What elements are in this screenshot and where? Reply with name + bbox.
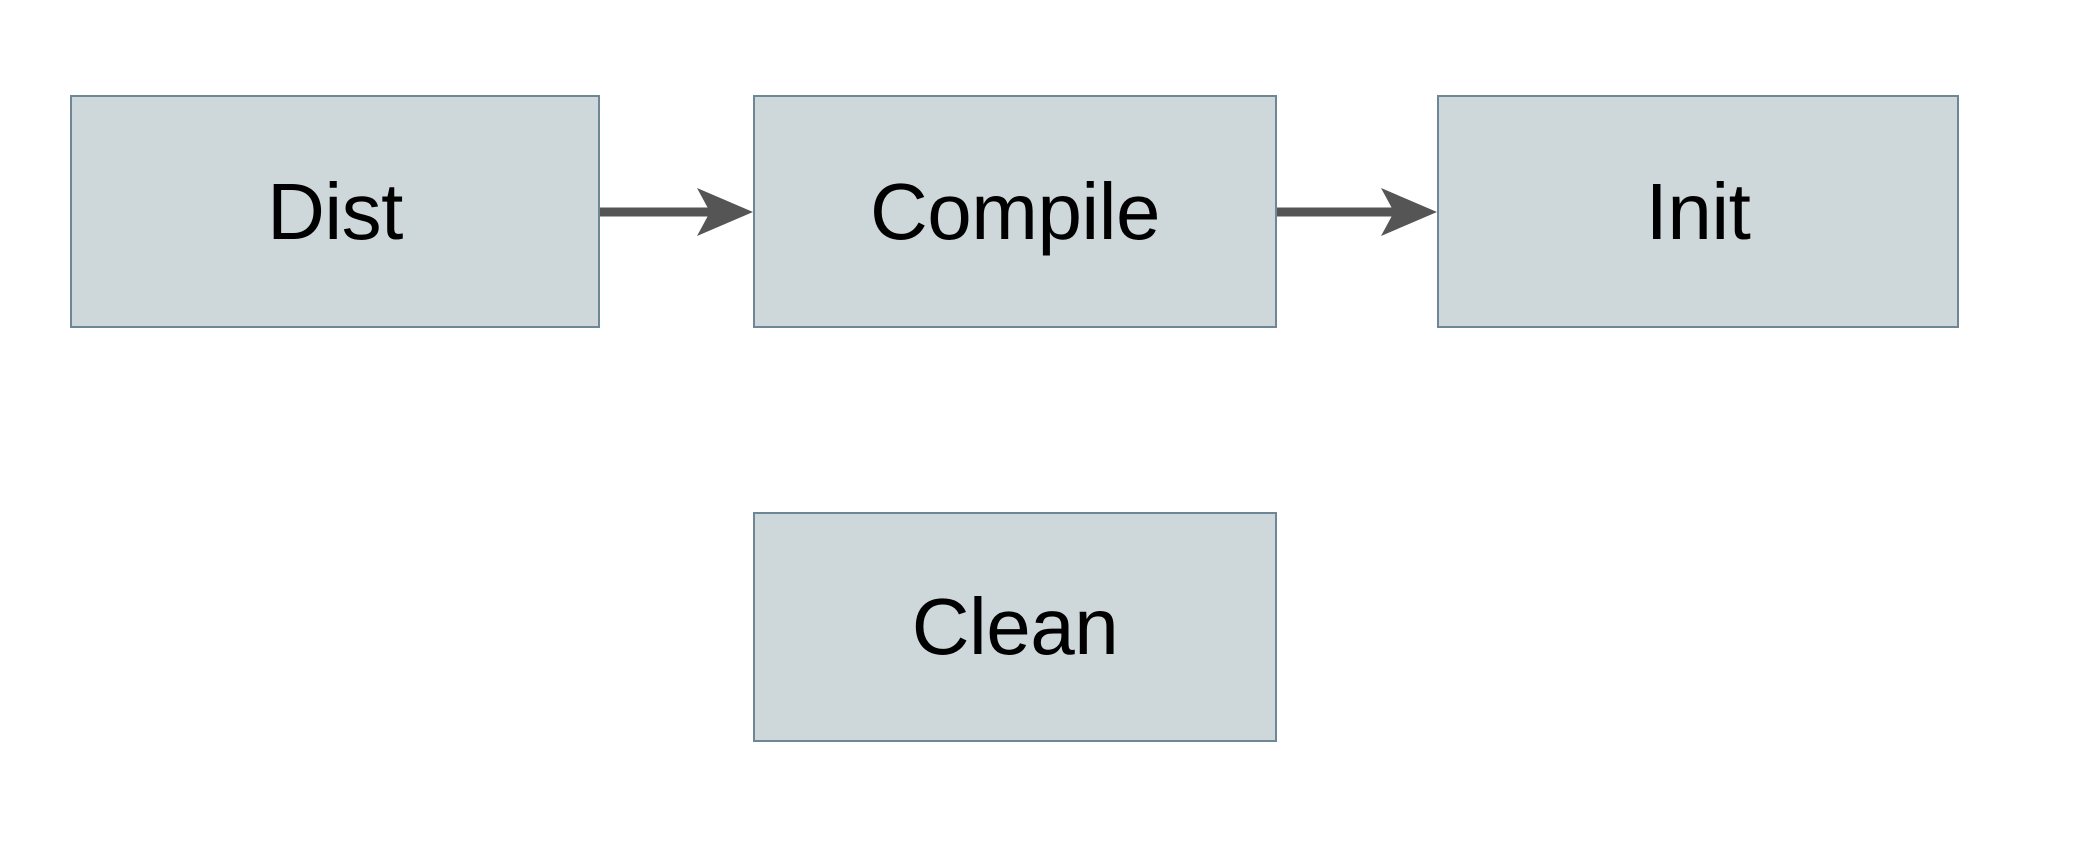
edge-compile-to-init[interactable] bbox=[1277, 188, 1437, 236]
node-label-compile: Compile bbox=[870, 166, 1160, 256]
node-clean[interactable]: Clean bbox=[753, 512, 1277, 742]
node-init[interactable]: Init bbox=[1437, 95, 1959, 328]
arrowhead-compile-to-init bbox=[1381, 188, 1437, 236]
node-label-dist: Dist bbox=[267, 166, 403, 256]
arrowhead-dist-to-compile bbox=[697, 188, 753, 236]
node-compile[interactable]: Compile bbox=[753, 95, 1277, 328]
edge-dist-to-compile[interactable] bbox=[600, 188, 753, 236]
node-label-clean: Clean bbox=[911, 582, 1119, 671]
node-dist[interactable]: Dist bbox=[70, 95, 600, 328]
node-label-init: Init bbox=[1645, 166, 1751, 256]
